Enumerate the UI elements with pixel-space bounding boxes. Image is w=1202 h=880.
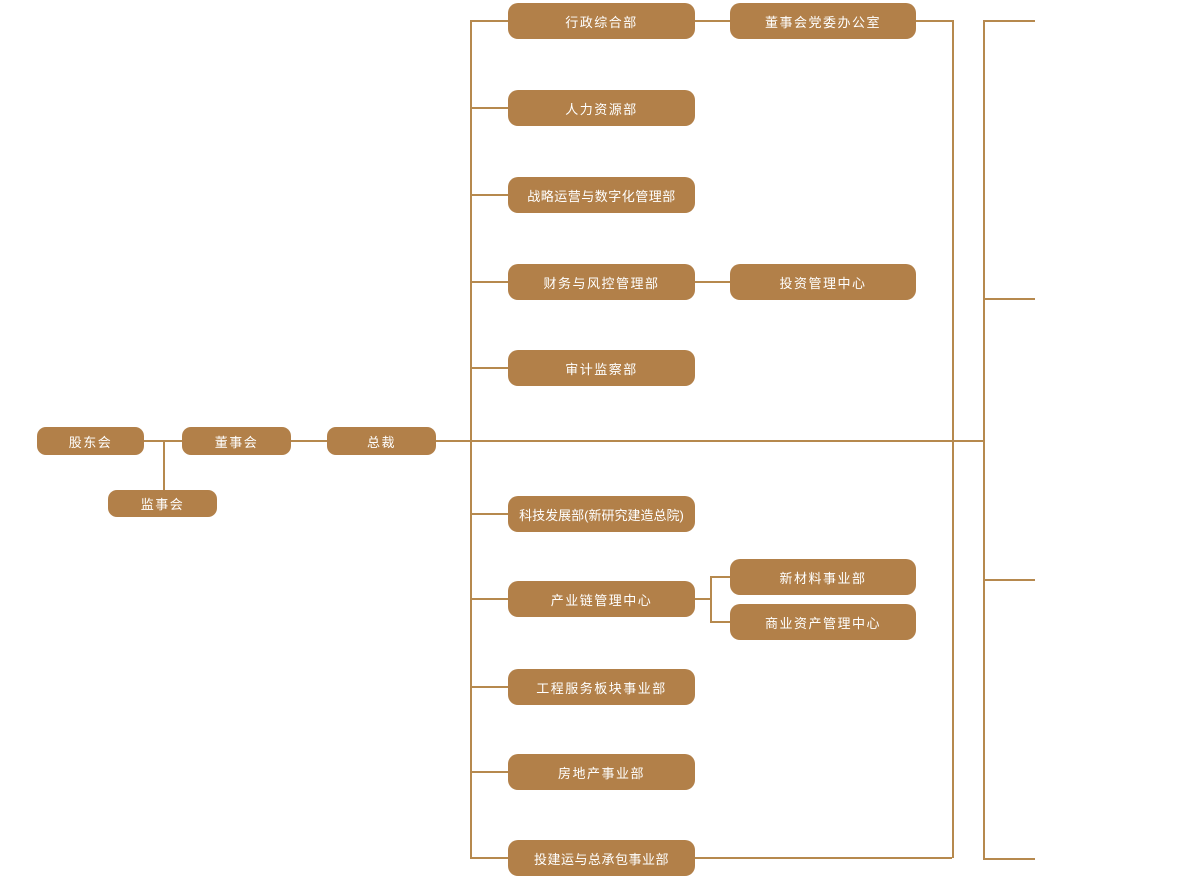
connector-line <box>470 20 472 858</box>
connector-line <box>695 20 730 22</box>
node-commercial-assets-center: 商业资产管理中心 <box>730 604 916 640</box>
connector-line <box>143 440 182 442</box>
connector-line <box>291 440 327 442</box>
connector-line <box>470 857 508 859</box>
connector-line <box>470 194 508 196</box>
node-hr-dept: 人力资源部 <box>508 90 695 126</box>
node-shareholders-meeting: 股东会 <box>37 427 144 455</box>
connector-line <box>470 686 508 688</box>
node-audit-supervision-dept: 审计监察部 <box>508 350 695 386</box>
connector-line <box>436 440 983 442</box>
connector-line <box>163 441 165 490</box>
node-strategy-ops-digital-dept: 战略运营与数字化管理部 <box>508 177 695 213</box>
node-board-of-directors: 董事会 <box>182 427 291 455</box>
node-new-materials-div: 新材料事业部 <box>730 559 916 595</box>
node-president: 总裁 <box>327 427 436 455</box>
connector-line <box>470 107 508 109</box>
connector-line <box>983 20 1035 22</box>
node-investment-mgmt-center: 投资管理中心 <box>730 264 916 300</box>
connector-line <box>710 576 730 578</box>
connector-line <box>470 513 508 515</box>
connector-line <box>710 576 712 622</box>
connector-line <box>470 20 508 22</box>
node-board-party-office: 董事会党委办公室 <box>730 3 916 39</box>
node-admin-general-dept: 行政综合部 <box>508 3 695 39</box>
connector-line <box>470 598 508 600</box>
node-engineering-services-div: 工程服务板块事业部 <box>508 669 695 705</box>
node-real-estate-div: 房地产事业部 <box>508 754 695 790</box>
node-tech-development-dept: 科技发展部(新研究建造总院) <box>508 496 695 532</box>
connector-line <box>695 857 952 859</box>
connector-line <box>983 858 1035 860</box>
node-invest-build-epc-div: 投建运与总承包事业部 <box>508 840 695 876</box>
connector-line <box>952 20 954 858</box>
connector-line <box>695 598 710 600</box>
connector-line <box>983 20 985 859</box>
connector-line <box>695 281 730 283</box>
connector-line <box>470 771 508 773</box>
connector-line <box>470 367 508 369</box>
connector-line <box>470 281 508 283</box>
node-supervisory-board: 监事会 <box>108 490 217 517</box>
node-finance-risk-dept: 财务与风控管理部 <box>508 264 695 300</box>
connector-line <box>916 20 952 22</box>
node-industry-chain-center: 产业链管理中心 <box>508 581 695 617</box>
connector-line <box>710 621 730 623</box>
connector-line <box>983 298 1035 300</box>
connector-line <box>983 579 1035 581</box>
